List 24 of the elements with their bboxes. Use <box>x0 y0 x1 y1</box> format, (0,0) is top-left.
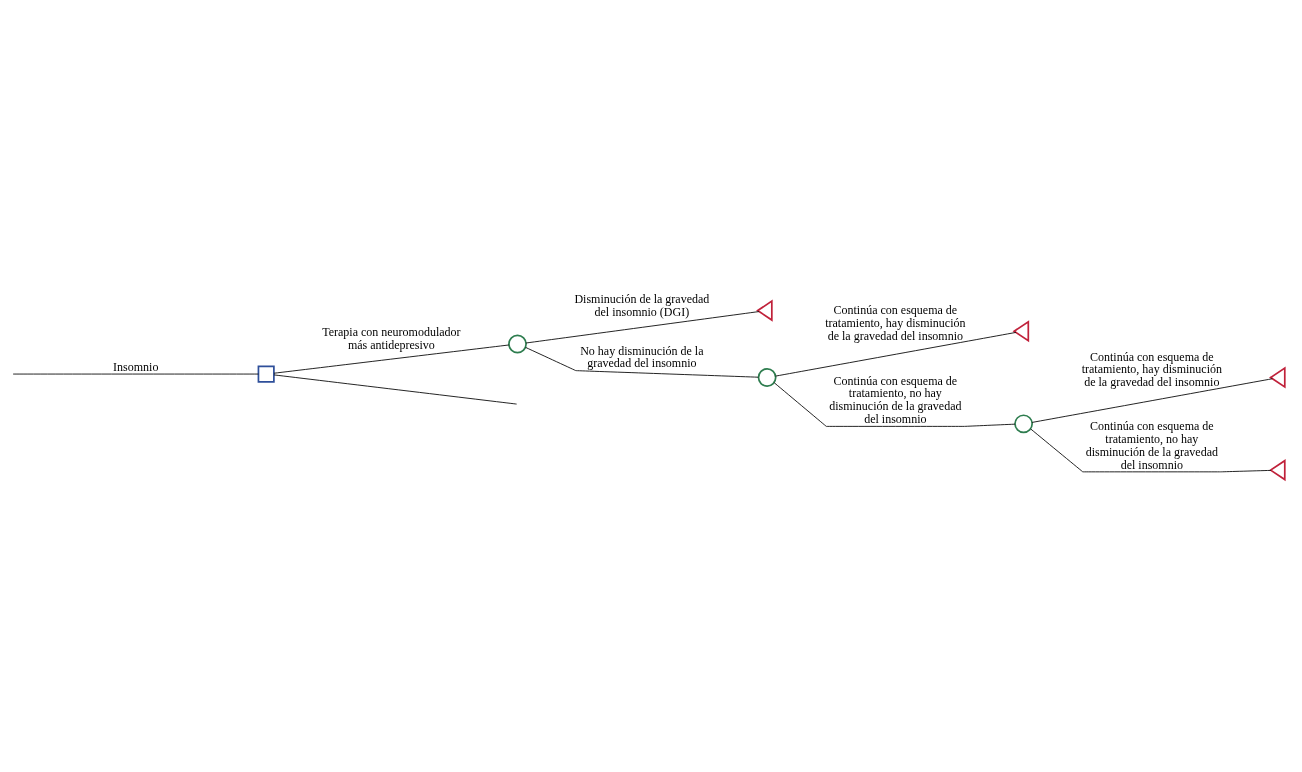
edge-label: No hay disminución de la gravedad del insomnio <box>580 343 704 370</box>
connector <box>775 331 1017 377</box>
edge-label: Insomnio <box>113 359 159 374</box>
node-circle <box>1014 413 1033 433</box>
connector <box>525 346 759 378</box>
node-triangle <box>1269 458 1286 481</box>
edge-label: Disminución de la gravedad del insomnio (DGI) <box>574 291 710 319</box>
connector <box>525 310 760 343</box>
edge-label: Terapia con neuromodulador más antidepresivo <box>322 324 461 351</box>
node-circle <box>757 367 777 387</box>
node-circle <box>508 334 527 353</box>
node-triangle <box>1269 365 1286 389</box>
connector <box>1030 428 1272 472</box>
node-box <box>257 364 275 383</box>
node-triangle <box>1012 319 1030 342</box>
edge-label: Continúa con esquema de tratamiento, no hay disminución de la gravedad del insomnio <box>1085 418 1218 472</box>
connector <box>773 381 1016 427</box>
edge-label: Continúa con esquema de tratamiento, hay disminución de la gravedad del insomnio <box>1081 349 1222 389</box>
edge-label: Continúa con esquema de tratamiento, hay disminución de la gravedad del insomnio <box>825 302 966 343</box>
connector <box>1031 377 1273 423</box>
connector <box>273 344 510 374</box>
edge-label: Continúa con esquema de tratamiento, no hay disminución de la gravedad del insomnio <box>829 373 962 426</box>
connector <box>273 373 518 404</box>
node-triangle <box>756 299 773 322</box>
